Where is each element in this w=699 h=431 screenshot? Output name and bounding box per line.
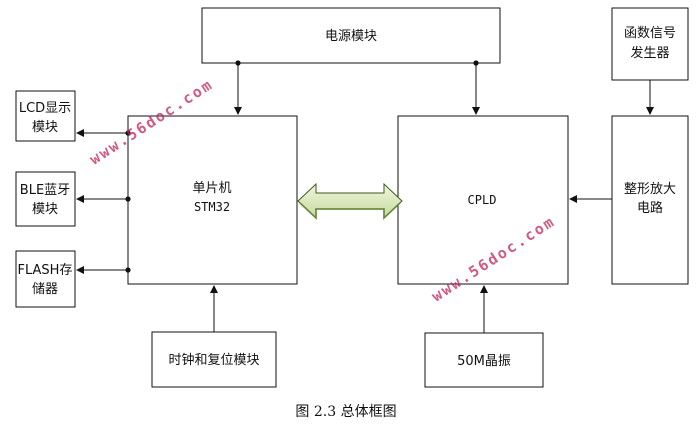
ble-module-box [15, 171, 76, 227]
mcu-lcd-junction-dot [125, 130, 131, 136]
mcu-label-1: 单片机 [192, 181, 231, 196]
flash-memory-box [15, 250, 76, 308]
power-module-label: 电源模块 [325, 29, 377, 44]
power-cpld-junction-dot [473, 60, 479, 66]
cpld-box [397, 115, 569, 285]
flash-label-1: FLASH存 [18, 263, 73, 278]
power-mcu-junction-dot [235, 60, 241, 66]
lcd-module-box [15, 90, 76, 142]
mcu-ble-junction-dot [125, 196, 131, 202]
crystal-label: 50M晶振 [457, 354, 511, 369]
mcu-label-2: STM32 [194, 200, 230, 214]
function-generator-label-1: 函数信号 [624, 26, 676, 41]
flash-label-2: 储器 [32, 282, 58, 297]
bus-arrow-shade [299, 202, 401, 221]
power-module-box [201, 7, 501, 64]
function-generator-box [611, 7, 689, 81]
bidirectional-bus-arrow [297, 182, 403, 220]
cpld-label: CPLD [468, 193, 497, 207]
lcd-label-2: 模块 [32, 120, 58, 135]
figure-caption: 图 2.3 总体框图 [295, 404, 396, 420]
clock-reset-box [151, 331, 277, 388]
shaping-label-2: 电路 [637, 200, 663, 216]
ble-label-2: 模块 [32, 202, 58, 217]
shaping-label-1: 整形放大 [624, 182, 676, 197]
lcd-label-1: LCD显示 [19, 101, 71, 116]
crystal-box [424, 332, 544, 388]
shaping-amplifier-box [611, 115, 689, 285]
ble-label-1: BLE蓝牙 [20, 183, 70, 198]
mcu-box [127, 115, 298, 285]
mcu-flash-junction-dot [125, 267, 131, 273]
function-generator-label-2: 发生器 [630, 45, 669, 61]
clock-reset-label: 时钟和复位模块 [168, 352, 259, 368]
